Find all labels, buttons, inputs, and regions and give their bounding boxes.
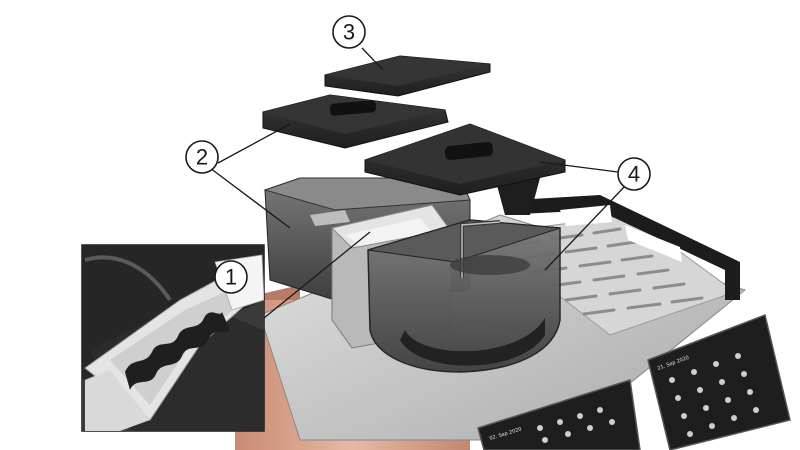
callout-1-label: 1: [225, 265, 237, 290]
cup-rail: [515, 195, 740, 300]
lid-front: [364, 123, 566, 215]
touch-panel-left: 02. Sep 2020: [477, 379, 641, 450]
callout-2: 2: [185, 140, 219, 174]
bean-container-front: [367, 219, 561, 373]
callout-1: 1: [214, 260, 248, 294]
lid-middle: [262, 94, 449, 149]
callout-4: 4: [617, 157, 651, 191]
callout-4-label: 4: [628, 162, 640, 187]
touch-panel-right: 21. Sep 2020: [647, 313, 791, 450]
callout-3-label: 3: [343, 20, 355, 45]
leader-lines: [209, 47, 626, 319]
grinder-wave: [125, 312, 230, 390]
callout-3: 3: [332, 15, 366, 49]
callout-2-label: 2: [196, 145, 208, 170]
lid-top: [324, 55, 491, 97]
detail-inset: [81, 244, 265, 432]
